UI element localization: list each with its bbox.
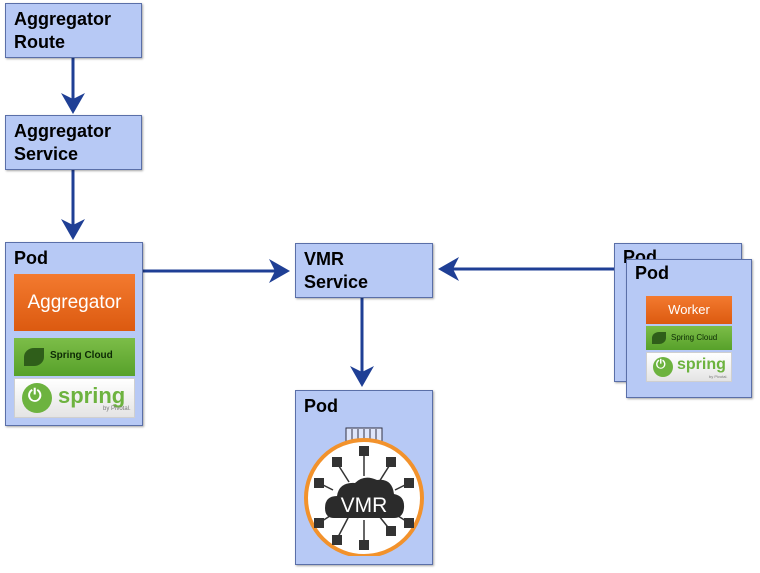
vmr-pod-label: Pod bbox=[304, 396, 338, 416]
worker-pod-front-node[interactable]: Pod Worker Spring Cloud ⏻ spring by Pivo… bbox=[626, 259, 752, 398]
worker-pod-front-label: Pod bbox=[635, 263, 669, 283]
worker-spring-cloud-leaf-icon bbox=[652, 332, 666, 344]
vmr-pod-node[interactable]: Pod VMR bbox=[295, 390, 433, 565]
aggregator-app-label: Aggregator bbox=[27, 292, 122, 313]
vmr-logo-icon: VMR bbox=[304, 427, 424, 556]
spring-cloud-tile: Spring Cloud bbox=[14, 338, 135, 376]
aggregator-route-label: Aggregator Route bbox=[14, 9, 112, 52]
aggregator-service-node[interactable]: Aggregator Service bbox=[5, 115, 142, 170]
worker-spring-cloud-label: Spring Cloud bbox=[671, 333, 718, 342]
spring-power-glyph: ⏻ bbox=[28, 386, 42, 405]
worker-spring-power-icon bbox=[653, 357, 673, 377]
spring-power-icon bbox=[22, 383, 52, 413]
spring-wordmark: spring bbox=[58, 383, 126, 408]
aggregator-route-node[interactable]: Aggregator Route bbox=[5, 3, 142, 58]
worker-app-tile: Worker bbox=[646, 296, 732, 324]
worker-spring-tile: ⏻ spring by Pivotal. bbox=[646, 352, 732, 382]
worker-spring-cloud-tile: Spring Cloud bbox=[646, 326, 732, 350]
vmr-service-label: VMR Service bbox=[304, 249, 369, 292]
worker-app-label: Worker bbox=[668, 302, 710, 317]
worker-spring-power-glyph: ⏻ bbox=[656, 357, 666, 371]
worker-pivotal-label: by Pivotal. bbox=[709, 374, 728, 379]
vmr-service-node[interactable]: VMR Service bbox=[295, 243, 433, 298]
aggregator-app-tile: Aggregator bbox=[14, 274, 135, 331]
vmr-logo-text: VMR bbox=[341, 494, 388, 517]
pivotal-label: by Pivotal. bbox=[103, 406, 131, 412]
aggregator-service-label: Aggregator Service bbox=[14, 121, 112, 164]
worker-spring-wordmark: spring bbox=[677, 356, 726, 373]
aggregator-pod-node[interactable]: Pod Aggregator Spring Cloud ⏻ spring by … bbox=[5, 242, 143, 426]
aggregator-pod-label: Pod bbox=[14, 248, 48, 268]
spring-cloud-leaf-icon bbox=[24, 348, 44, 366]
spring-cloud-label: Spring Cloud bbox=[50, 350, 113, 361]
spring-tile: ⏻ spring by Pivotal. bbox=[14, 378, 135, 418]
